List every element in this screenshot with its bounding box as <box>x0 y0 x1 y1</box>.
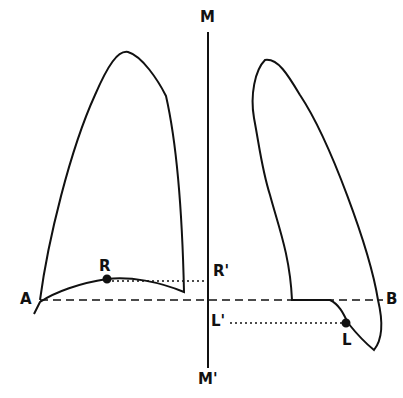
point-label: R' <box>213 264 229 279</box>
point-l <box>343 320 350 327</box>
point-label: L' <box>211 314 225 329</box>
left-lung-outline <box>253 60 382 350</box>
point-r <box>104 276 111 283</box>
point-label: M <box>200 10 215 25</box>
point-label: M' <box>198 372 218 387</box>
point-label: B <box>386 292 397 307</box>
dashed-line <box>40 299 383 301</box>
midline <box>207 32 209 368</box>
right-lung-outline <box>34 52 184 314</box>
point-label: A <box>20 292 32 307</box>
dotted-line <box>230 322 342 324</box>
point-label: R <box>99 259 111 274</box>
point-label: L <box>342 333 352 348</box>
dotted-line <box>112 280 206 282</box>
